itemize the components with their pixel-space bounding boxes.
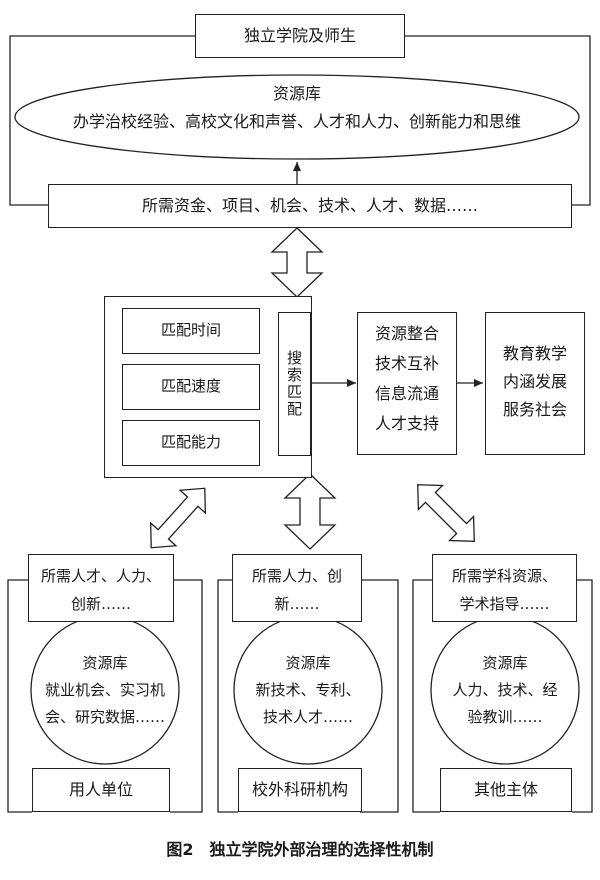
party1-label-box: 用人单位 <box>32 768 170 812</box>
party3-pool-line-2: 验教训…… <box>467 708 543 726</box>
match-speed-box: 匹配速度 <box>122 364 260 410</box>
main-resource-pool-ellipse <box>14 74 580 160</box>
figure-caption: 图2 独立学院外部治理的选择性机制 <box>166 840 434 859</box>
party2-pool-title: 资源库 <box>285 654 331 672</box>
match-ability-label: 匹配能力 <box>160 433 221 452</box>
party1-need-line-2: 创新…… <box>70 595 131 613</box>
party3-pool-line-1: 人力、技术、经 <box>452 681 558 699</box>
double-arrow-right <box>417 484 475 542</box>
party3-pool-title: 资源库 <box>482 654 528 672</box>
party3-bracket <box>412 579 593 813</box>
outer-bracket-line-right <box>405 35 591 206</box>
integration-line-2: 技术互补 <box>374 354 439 373</box>
party2-bracket <box>217 579 399 813</box>
search-match-box: 搜索匹配 <box>278 312 311 456</box>
main-pool-body: 办学治校经验、高校文化和声誉、人才和人力、创新能力和思维 <box>72 112 521 131</box>
party3-label-box: 其他主体 <box>440 768 572 812</box>
match-time-box: 匹配时间 <box>122 308 260 354</box>
double-arrow-top <box>270 227 324 298</box>
search-match-label: 搜索匹配 <box>285 350 303 418</box>
needs-bar-label: 所需资金、项目、机会、技术、人才、数据…… <box>141 196 478 216</box>
match-ability-box: 匹配能力 <box>122 420 260 466</box>
party2-need-line-1: 所需人力、创 <box>251 567 342 585</box>
outcomes-box: 教育教学 内涵发展 服务社会 <box>485 312 585 455</box>
party2-pool-line-1: 新技术、专利、 <box>255 681 361 699</box>
party2-need-line-2: 新…… <box>274 595 320 613</box>
party2-pool-line-2: 技术人才…… <box>262 708 353 726</box>
integration-line-4: 人才支持 <box>374 414 439 433</box>
party1-bracket <box>7 579 203 813</box>
party1-pool-title: 资源库 <box>82 654 128 672</box>
party3-need-box: 所需学科资源、 学术指导…… <box>432 554 577 622</box>
party1-need-box: 所需人才、人力、 创新…… <box>28 554 174 622</box>
double-arrow-middle <box>283 473 337 550</box>
match-speed-label: 匹配速度 <box>160 377 221 396</box>
outer-bracket-line <box>9 35 195 206</box>
party3-need-line-2: 学术指导…… <box>459 595 550 613</box>
party1-pool-line-1: 就业机会、实习机 <box>44 681 165 699</box>
party2-label-box: 校外科研机构 <box>238 768 362 812</box>
match-time-label: 匹配时间 <box>160 321 221 340</box>
outcomes-line-1: 教育教学 <box>502 344 567 363</box>
party2-label: 校外科研机构 <box>251 780 348 800</box>
integration-line-3: 信息流通 <box>374 384 439 403</box>
integration-line-1: 资源整合 <box>374 324 439 343</box>
outcomes-line-2: 内涵发展 <box>502 372 567 391</box>
party1-need-line-1: 所需人才、人力、 <box>40 567 161 585</box>
party1-pool-line-2: 会、研究数据…… <box>44 708 165 726</box>
party2-need-box: 所需人力、创 新…… <box>232 554 362 622</box>
needs-bar: 所需资金、项目、机会、技术、人才、数据…… <box>48 184 572 228</box>
top-box-label: 独立学院及师生 <box>243 26 356 46</box>
party3-need-line-1: 所需学科资源、 <box>451 567 557 585</box>
outcomes-line-3: 服务社会 <box>502 400 567 419</box>
main-pool-title: 资源库 <box>272 84 321 103</box>
party3-label: 其他主体 <box>473 780 538 800</box>
top-box: 独立学院及师生 <box>195 14 405 58</box>
double-arrow-left <box>149 487 207 549</box>
integration-box: 资源整合 技术互补 信息流通 人才支持 <box>357 312 457 455</box>
party1-label: 用人单位 <box>68 780 133 800</box>
